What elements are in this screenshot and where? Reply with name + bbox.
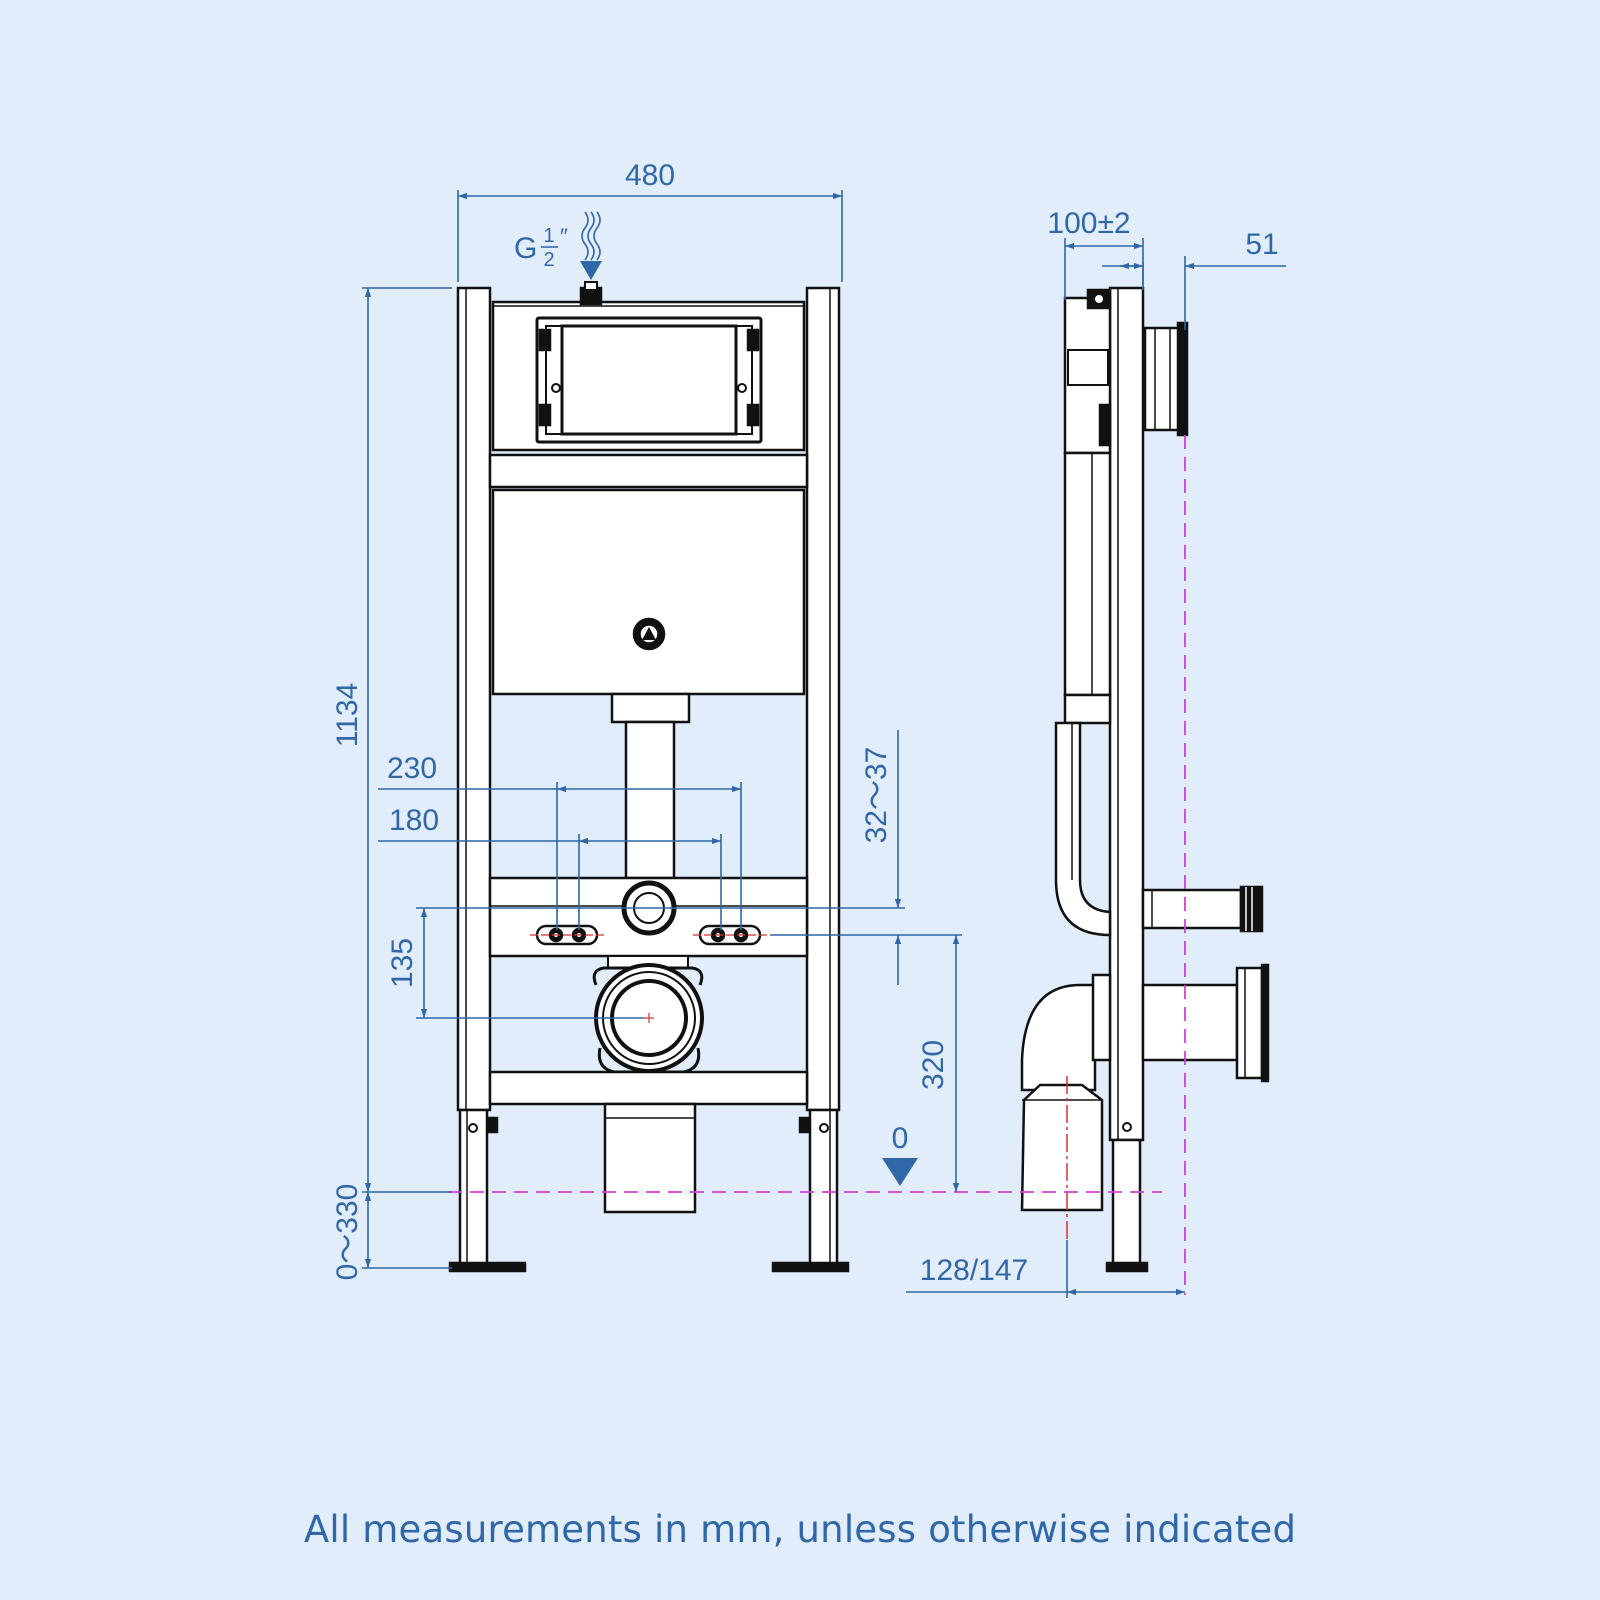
side-waste-bend (1020, 983, 1097, 1092)
dimensions (362, 190, 1286, 1298)
side-waste-connector (1141, 983, 1239, 1062)
side-flush-connector (1141, 888, 1243, 930)
flush-plate-opening (560, 324, 738, 436)
right-upright (805, 286, 841, 1112)
measurement-note: All measurements in mm, unless otherwise… (303, 1508, 1297, 1551)
flush-pipe (624, 720, 676, 880)
dimension-labels: 480 G 1 2 ″ 1134 230 180 32～37 135 320 0… (331, 159, 1279, 1287)
side-upright (1108, 286, 1145, 1142)
leg-adjust-label: 0～330 (331, 1184, 364, 1281)
top-crossbar (488, 453, 809, 489)
reference-lines (448, 435, 1186, 1295)
left-upright (456, 286, 492, 1112)
protrusion-label: 51 (1245, 228, 1278, 261)
outlet-height-label: 320 (917, 1040, 950, 1090)
outlet-offset-label: 128/147 (920, 1254, 1028, 1287)
bolt-to-outlet-label: 135 (386, 938, 419, 988)
left-foot (448, 1261, 527, 1273)
side-leg (1111, 1138, 1142, 1270)
side-flush-pipe (1054, 721, 1112, 937)
depth-label: 100±2 (1047, 207, 1130, 240)
right-foot (771, 1261, 850, 1273)
right-leg (808, 1108, 839, 1270)
height-label: 1134 (331, 683, 364, 748)
side-cistern-body (1063, 451, 1112, 697)
bottom-crossbar (488, 1070, 809, 1106)
flush-pipe-connector (610, 692, 691, 724)
inlet-label-denominator: 2 (543, 249, 554, 271)
inlet-label-suffix: ″ (560, 224, 568, 249)
water-inlet-arrow-icon (580, 211, 602, 280)
front-view (448, 281, 850, 1273)
left-leg (458, 1108, 489, 1270)
inlet-label-prefix: G (514, 232, 537, 265)
bolt-offset-label: 32～37 (860, 747, 893, 844)
cistern-body (491, 488, 806, 696)
waste-pipe-stub (603, 1102, 697, 1214)
inlet-label-numerator: 1 (543, 225, 554, 247)
floor-zero-label: 0 (892, 1122, 909, 1155)
side-flush-plate (1143, 326, 1182, 432)
side-view (1020, 286, 1270, 1273)
side-foot (1105, 1261, 1149, 1273)
bolt-outer-label: 230 (387, 752, 437, 785)
bolt-inner-label: 180 (389, 804, 439, 837)
floor-zero-marker-icon (882, 1158, 918, 1186)
width-label: 480 (625, 159, 675, 192)
